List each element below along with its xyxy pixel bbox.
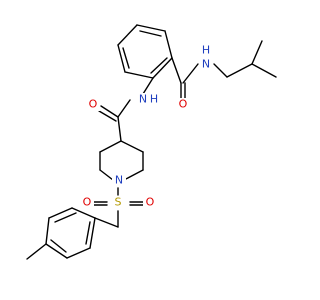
atom-n-top: N (202, 58, 210, 71)
benzene-ring-top (117, 24, 173, 79)
atom-s: S (115, 196, 122, 209)
molecule-structure: N H O N H O N S O O (26, 24, 277, 260)
atom-n-mid: N (139, 93, 147, 106)
atom-h-mid: H (150, 93, 158, 106)
isobutyl-amide (171, 40, 277, 101)
atom-o-top: O (179, 98, 188, 111)
piperidine-ring (99, 140, 144, 181)
atom-o-sulfonyl-left: O (83, 196, 92, 209)
atom-o-sulfonyl-right: O (146, 196, 155, 209)
atom-labels: N H O N H O N S O O (80, 44, 213, 209)
molecule-canvas: N H O N H O N S O O (26, 24, 277, 260)
atom-o-left: O (89, 98, 98, 111)
sulfonyl-group (93, 187, 144, 228)
methylbenzyl-group (26, 207, 119, 260)
piperidine-carboxamide (98, 77, 154, 142)
atom-h-top: H (202, 44, 210, 57)
atom-n-piperidine: N (115, 174, 123, 187)
